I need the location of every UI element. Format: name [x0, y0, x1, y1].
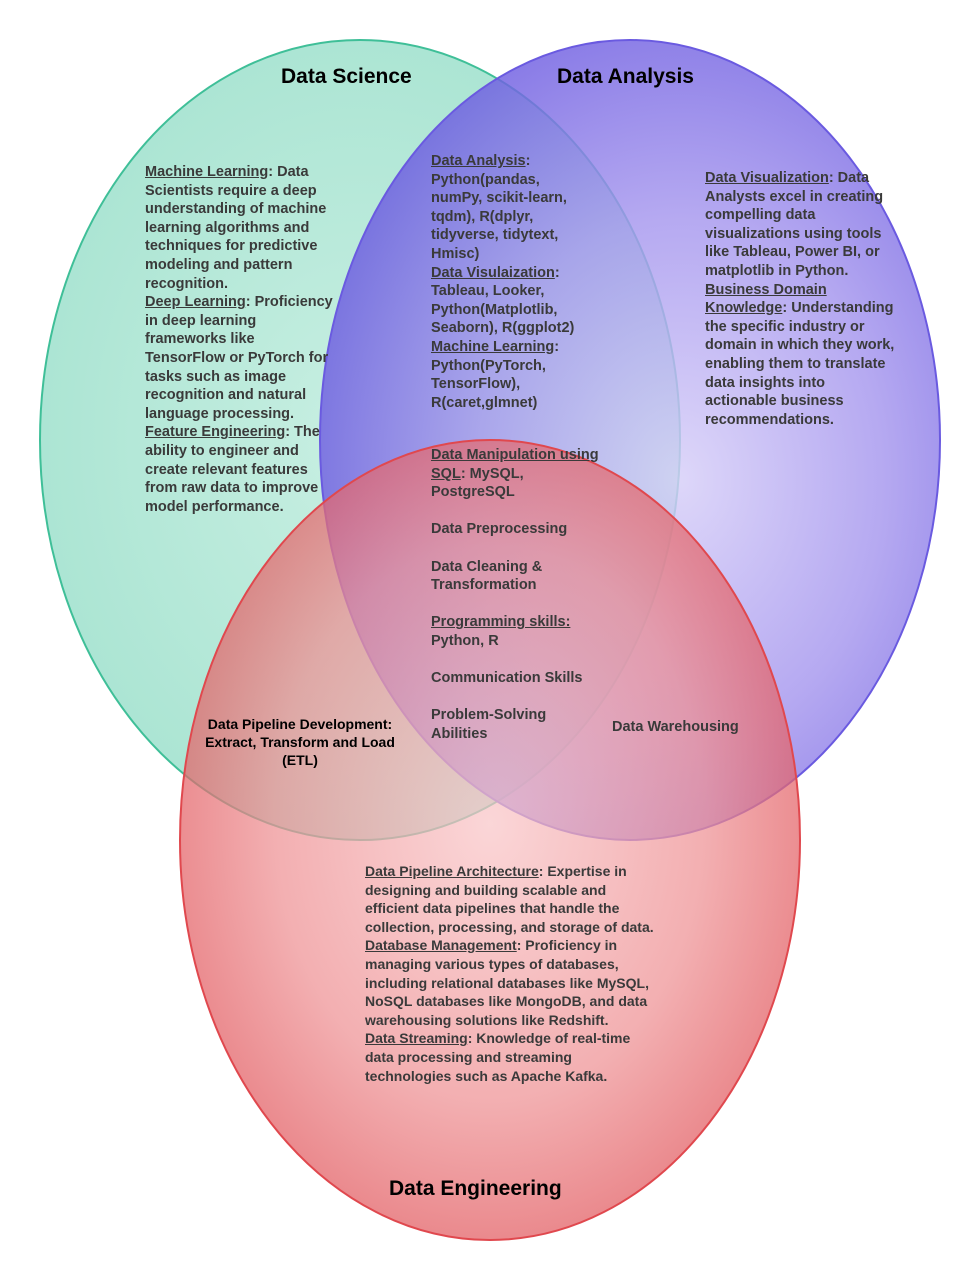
data-engineering-skills: Data Pipeline Architecture: Expertise in…	[365, 862, 657, 1085]
data-pipeline-architecture-label: Data Pipeline Architecture	[365, 863, 539, 879]
data-warehousing-label: Data Warehousing	[612, 719, 739, 735]
programming-skills-label: Programming skills:	[431, 614, 571, 631]
database-management-text: : Proficiency in managing various types …	[365, 937, 649, 1028]
overlap-machine-learning-text: : Python(PyTorch, TensorFlow), R(caret,g…	[431, 338, 560, 411]
data-science-skills: Machine Learning: Data Scientists requir…	[145, 163, 335, 516]
deep-learning-text: : Proficiency in deep learning framework…	[145, 294, 333, 422]
ds-da-overlap-skills: Data Analysis: Python(pandas, numPy, sci…	[431, 152, 591, 412]
database-management-label: Database Management	[365, 937, 517, 954]
data-engineering-circle	[179, 439, 801, 1241]
data-visulaization-text: : Tableau, Looker, Python(Matplotlib, Se…	[431, 264, 575, 337]
feature-engineering-label: Feature Engineering	[145, 424, 286, 441]
sql-label: Data Manipulation using SQL	[431, 447, 599, 482]
data-visualization-label: Data Visualization	[705, 170, 829, 186]
data-cleaning: Data Cleaning & Transformation	[431, 558, 543, 594]
data-analysis-title: Data Analysis	[557, 65, 694, 88]
programming-skills-text: Python, R	[431, 632, 499, 649]
data-streaming-label: Data Streaming	[365, 1030, 468, 1047]
business-domain-knowledge-label: Business Domain Knowledge	[705, 281, 827, 317]
deep-learning-label: Deep Learning	[145, 294, 246, 311]
problem-solving: Problem-Solving Abilities	[431, 707, 547, 742]
data-science-title: Data Science	[281, 65, 412, 88]
data-analysis-skills: Data Visualization: Data Analysts excel …	[705, 169, 897, 429]
data-analysis-text: : Python(pandas, numPy, scikit-learn, tq…	[431, 153, 567, 262]
data-preprocessing: Data Preprocessing	[431, 521, 568, 538]
data-analysis-label: Data Analysis	[431, 153, 526, 169]
etl-label: Data Pipeline Development: Extract, Tran…	[205, 716, 395, 768]
data-visulaization-label: Data Visulaization	[431, 264, 555, 281]
overlap-machine-learning-label: Machine Learning	[431, 338, 555, 355]
data-engineering-title: Data Engineering	[389, 1177, 562, 1200]
sql-text: : MySQL, PostgreSQL	[431, 465, 524, 501]
data-streaming-text: : Knowledge of real-time data processing…	[365, 1030, 631, 1084]
communication-skills: Communication Skills	[431, 670, 583, 687]
machine-learning-text: : Data Scientists require a deep underst…	[145, 164, 327, 292]
machine-learning-label: Machine Learning	[145, 164, 269, 180]
center-skills: Data Manipulation using SQL: MySQL, Post…	[431, 446, 601, 744]
feature-engineering-text: : The ability to engineer and create rel…	[145, 424, 320, 515]
data-pipeline-architecture-text: : Expertise in designing and building sc…	[365, 863, 654, 935]
data-visualization-text: : Data Analysts excel in creating compel…	[705, 170, 884, 279]
business-domain-knowledge-text: : Understanding the specific industry or…	[705, 300, 895, 428]
